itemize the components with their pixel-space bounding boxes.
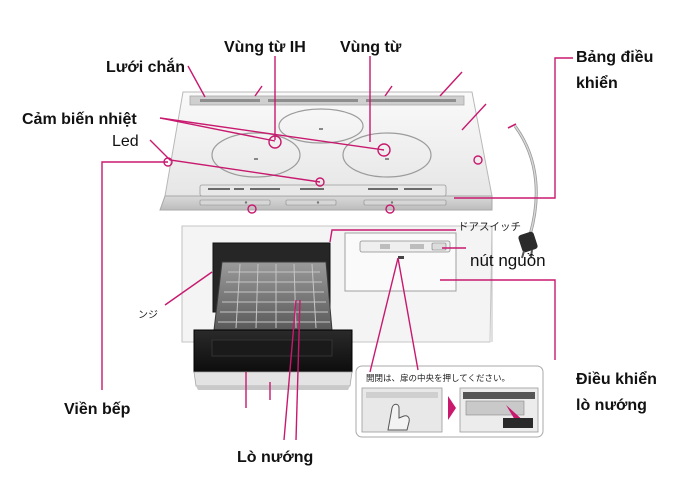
label-bang-dieu-khien-2: khiển	[576, 74, 618, 92]
label-vien-bep: Viền bếp	[64, 401, 131, 418]
cooking-zone-left	[211, 132, 301, 178]
front-control-strip	[199, 184, 447, 197]
cooktop-glass	[164, 91, 493, 197]
label-cam-bien-nhiet: Cảm biến nhiệt	[22, 111, 137, 128]
cooking-zone-center	[278, 108, 364, 144]
hand-pointer-icon	[387, 403, 410, 431]
label-partial-left: ンジ	[138, 310, 158, 321]
power-button[interactable]	[431, 242, 447, 251]
instruction-text: 開閉は、扉の中央を押してください。	[366, 373, 510, 384]
instruction-inset: 開閉は、扉の中央を押してください。	[355, 365, 544, 438]
label-lo-nuong: Lò nướng	[237, 449, 313, 466]
power-plug-icon	[518, 231, 538, 259]
label-bang-dieu-khien-1: Bảng điều	[576, 49, 653, 66]
label-vung-tu: Vùng từ	[340, 39, 402, 56]
label-vung-tu-ih: Vùng từ IH	[224, 39, 306, 56]
front-edge-buttons	[199, 199, 447, 206]
oven-drawer	[193, 242, 353, 390]
oven-control-panel	[344, 232, 457, 292]
label-luoi-chan: Lưới chắn	[106, 57, 185, 76]
label-led: Led	[112, 133, 139, 150]
label-dieu-khien-lo-nuong-1: Điều khiển	[576, 370, 657, 388]
label-nut-nguon: nút nguồn	[470, 251, 546, 270]
arrow-right-icon	[448, 396, 456, 420]
cooking-zone-right	[342, 132, 432, 178]
leader-lines	[101, 56, 573, 441]
label-dieu-khien-lo-nuong-2: lò nướng	[576, 397, 647, 414]
power-cord	[507, 123, 538, 259]
label-door-switch: ドアスイッチ	[458, 221, 521, 233]
rear-vent-grill	[189, 95, 465, 106]
cooktop	[159, 91, 493, 211]
